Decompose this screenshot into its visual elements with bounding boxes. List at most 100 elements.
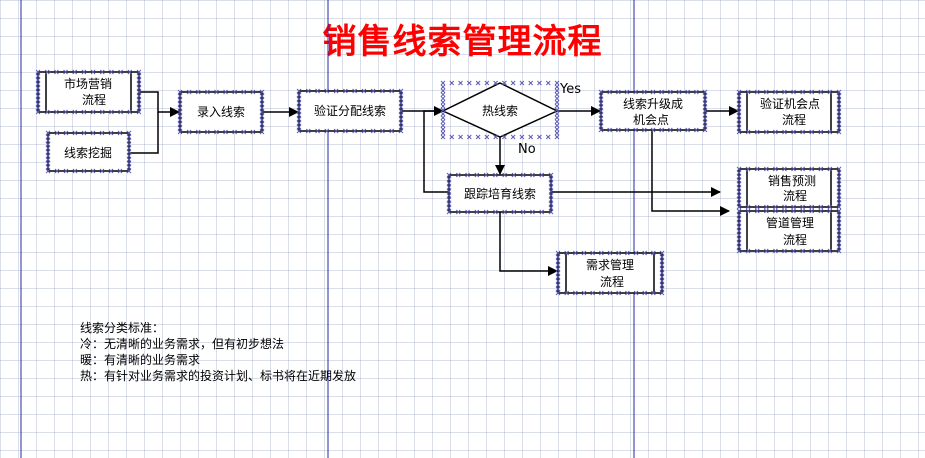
handle-mark bbox=[693, 127, 699, 133]
handle-mark bbox=[554, 115, 560, 121]
handle-mark bbox=[836, 248, 842, 254]
handle-mark bbox=[791, 248, 796, 254]
handle-mark bbox=[45, 153, 51, 159]
handle-mark bbox=[564, 250, 570, 256]
node-demand[interactable]: 需求管理 流程 bbox=[557, 252, 663, 294]
node-pipeline[interactable]: 管道管理 流程 bbox=[738, 210, 840, 252]
handle-mark bbox=[296, 88, 302, 94]
handle-mark bbox=[754, 89, 760, 95]
handle-mark bbox=[548, 197, 554, 203]
node-verify-opp-line2: 流程 bbox=[782, 112, 806, 127]
handle-mark bbox=[555, 250, 561, 256]
handle-mark bbox=[818, 129, 824, 135]
node-upgrade[interactable]: 线索升级成 机会点 bbox=[600, 91, 706, 131]
selection-handles bbox=[35, 69, 842, 296]
handle-mark bbox=[836, 189, 842, 195]
handle-mark bbox=[398, 112, 404, 118]
handle-mark bbox=[624, 290, 630, 296]
handle-mark bbox=[54, 69, 59, 75]
handle-mark bbox=[827, 89, 833, 95]
handle-mark bbox=[836, 212, 842, 218]
handle-mark bbox=[548, 180, 554, 186]
node-verify[interactable]: 验证分配线索 bbox=[298, 90, 402, 132]
handle-mark bbox=[791, 204, 796, 210]
handle-mark bbox=[136, 73, 142, 79]
handle-mark bbox=[745, 166, 751, 172]
node-entry[interactable]: 录入线索 bbox=[179, 91, 263, 133]
handle-mark bbox=[380, 128, 385, 134]
handle-mark bbox=[458, 80, 463, 86]
handle-mark bbox=[440, 119, 446, 124]
handle-mark bbox=[296, 100, 302, 106]
notes-warm: 暖：有清晰的业务需求 bbox=[80, 353, 201, 367]
handle-mark bbox=[35, 93, 41, 99]
handle-mark bbox=[475, 80, 481, 86]
handle-mark bbox=[598, 127, 604, 133]
handle-mark bbox=[511, 209, 517, 215]
handle-mark bbox=[836, 89, 842, 95]
handle-mark bbox=[836, 197, 842, 202]
handle-mark bbox=[324, 88, 330, 94]
handle-mark bbox=[836, 166, 842, 172]
handle-mark bbox=[736, 181, 742, 187]
handle-mark bbox=[773, 248, 778, 254]
handle-mark bbox=[736, 93, 742, 99]
handle-mark bbox=[659, 262, 665, 268]
handle-mark bbox=[800, 166, 805, 172]
handle-mark bbox=[35, 69, 41, 75]
handle-mark bbox=[511, 172, 517, 178]
handle-mark bbox=[520, 172, 526, 178]
handle-mark bbox=[63, 130, 69, 136]
handle-mark bbox=[659, 270, 665, 276]
handle-mark bbox=[702, 93, 708, 99]
handle-mark bbox=[642, 250, 648, 256]
handle-mark bbox=[44, 69, 50, 75]
handle-mark bbox=[554, 111, 560, 117]
handle-mark bbox=[642, 290, 648, 296]
handle-mark bbox=[446, 193, 452, 198]
handle-mark bbox=[659, 282, 665, 288]
handle-mark bbox=[800, 89, 805, 95]
handle-mark bbox=[465, 209, 470, 215]
handle-mark bbox=[177, 113, 183, 119]
handle-mark bbox=[548, 184, 554, 190]
handle-mark bbox=[259, 117, 265, 123]
handle-mark bbox=[572, 290, 578, 296]
handle-mark bbox=[398, 124, 404, 130]
node-market[interactable]: 市场营销 流程 bbox=[37, 71, 140, 113]
handle-mark bbox=[530, 172, 535, 178]
handle-mark bbox=[81, 109, 87, 115]
handle-mark bbox=[446, 176, 452, 182]
handle-mark bbox=[836, 181, 842, 187]
handle-mark bbox=[223, 129, 228, 135]
handle-mark bbox=[773, 89, 778, 95]
handle-mark bbox=[745, 248, 751, 254]
handle-mark bbox=[836, 224, 842, 230]
handle-mark bbox=[572, 250, 578, 256]
node-hot-decision[interactable]: 热线索 bbox=[441, 82, 559, 138]
handle-mark bbox=[259, 121, 265, 127]
handle-mark bbox=[195, 129, 201, 135]
handle-mark bbox=[241, 89, 247, 95]
node-mining[interactable]: 线索挖掘 bbox=[47, 132, 130, 172]
handle-mark bbox=[296, 112, 302, 118]
handle-mark bbox=[616, 250, 622, 256]
handle-mark bbox=[35, 97, 41, 103]
handle-mark bbox=[398, 116, 404, 122]
handle-mark bbox=[259, 93, 265, 99]
handle-mark bbox=[836, 101, 842, 107]
handle-mark bbox=[615, 127, 621, 133]
handle-mark bbox=[352, 88, 357, 94]
node-track[interactable]: 跟踪培育线索 bbox=[448, 174, 552, 213]
node-verify-opp[interactable]: 验证机会点 流程 bbox=[738, 91, 840, 133]
handle-mark bbox=[773, 129, 778, 135]
handle-mark bbox=[736, 109, 742, 115]
handle-mark bbox=[250, 89, 256, 95]
handle-mark bbox=[126, 142, 132, 147]
handle-mark bbox=[177, 121, 183, 127]
handle-mark bbox=[305, 128, 311, 134]
node-forecast[interactable]: 销售预测 流程 bbox=[738, 168, 840, 208]
handle-mark bbox=[836, 220, 842, 226]
handle-mark bbox=[440, 134, 446, 140]
handle-mark bbox=[54, 130, 60, 136]
